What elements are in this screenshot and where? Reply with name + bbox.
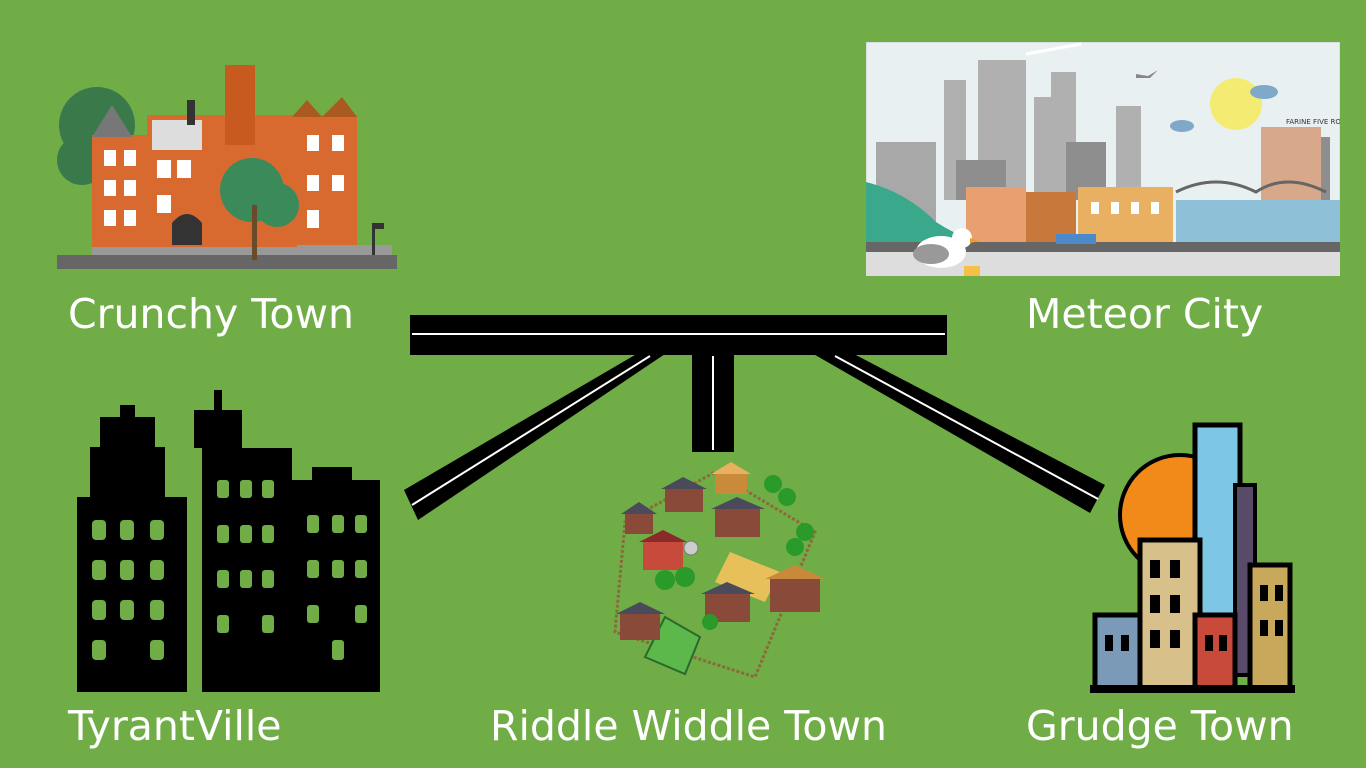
meteor-city-label: Meteor City	[1026, 290, 1264, 338]
road-to-grudge-town	[810, 352, 1105, 513]
meteor-city-illustration: FARINE FIVE ROSES	[866, 42, 1340, 276]
riddle-widdle-town-illustration	[613, 462, 825, 679]
crunchy-town-label: Crunchy Town	[68, 290, 354, 338]
grudge-town-label: Grudge Town	[1026, 702, 1294, 750]
tyrantville-illustration	[77, 390, 380, 692]
farine-five-roses-sign: FARINE FIVE ROSES	[1286, 118, 1340, 126]
road-to-riddle-widdle-town	[692, 352, 734, 452]
road-to-tyrantville	[404, 352, 668, 520]
grudge-town-illustration	[1090, 422, 1295, 693]
tyrantville-label: TyrantVille	[68, 702, 282, 750]
crunchy-town-illustration	[57, 65, 397, 269]
riddle-widdle-town-label: Riddle Widdle Town	[490, 702, 887, 750]
road-main	[410, 315, 947, 355]
